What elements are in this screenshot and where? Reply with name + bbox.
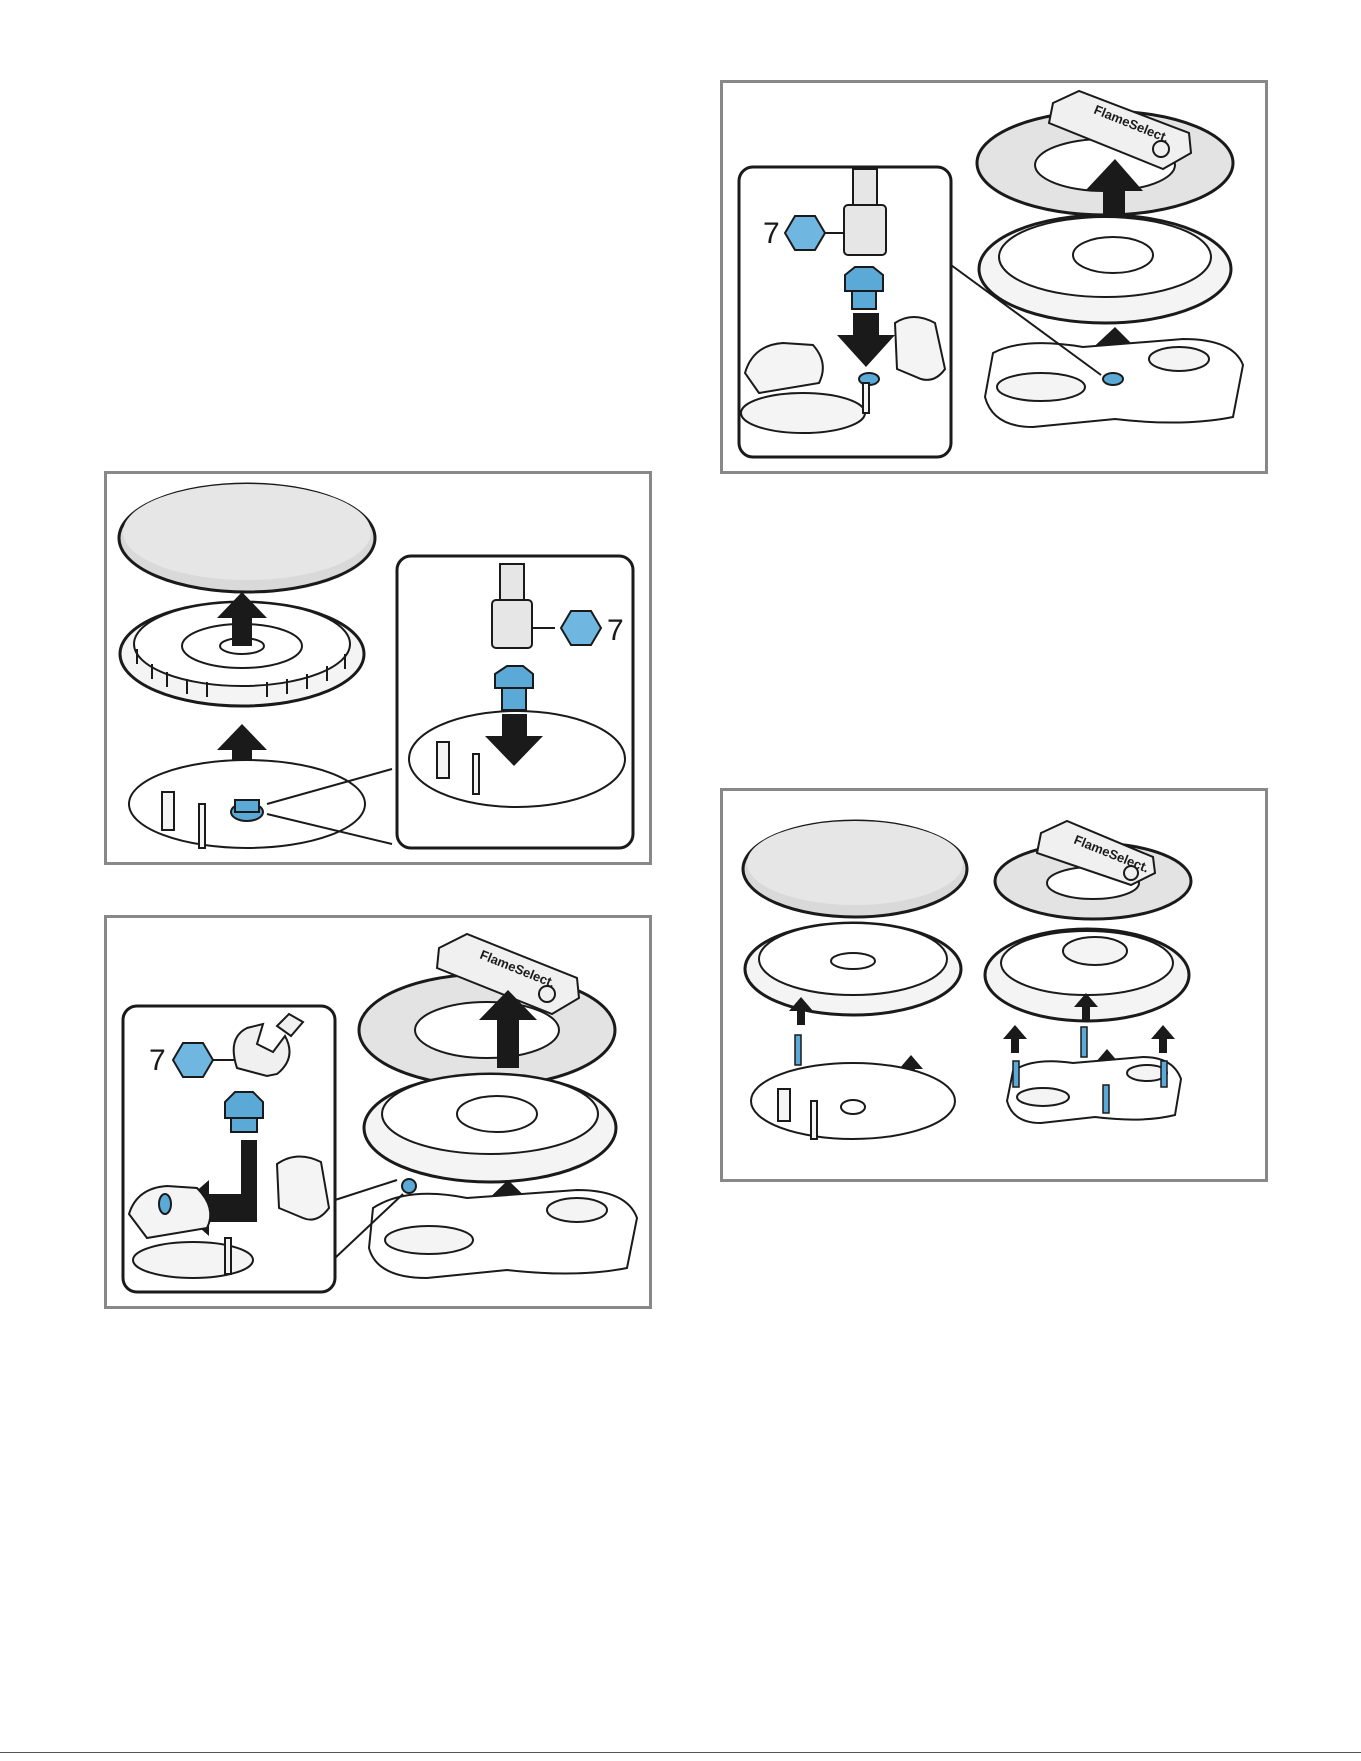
figure-panel-a: 7 [104,471,652,865]
screw-icon [1013,1061,1019,1087]
screw-icon [1081,1027,1087,1057]
figure-panel-d: FlameSelect. [720,788,1268,1182]
size-callout-label: 7 [149,1044,166,1077]
size-callout-label: 7 [763,217,780,250]
screw-icon [795,1035,801,1065]
arrow-up-icon [1003,1025,1027,1053]
burner-illustration-c: FlameSelect. 7 [723,83,1265,471]
figure-panel-c: FlameSelect. 7 [720,80,1268,474]
screw-icon [1103,1085,1109,1113]
hexagon-icon [561,611,601,645]
hexagon-icon [173,1043,213,1077]
burner-illustration-b: FlameSelect. 7 [107,918,649,1306]
nozzle-icon [231,800,263,821]
figure-panel-b: FlameSelect. 7 [104,915,652,1309]
nozzle-icon [225,1092,263,1132]
screw-icon [1161,1061,1167,1087]
burner-illustration-a: 7 [107,474,649,862]
size-callout-label: 7 [607,614,624,647]
hexagon-icon [785,216,825,250]
arrow-up-icon [1151,1025,1175,1053]
burner-illustration-d: FlameSelect. [723,791,1265,1179]
page-footer-rule [0,1752,1361,1753]
